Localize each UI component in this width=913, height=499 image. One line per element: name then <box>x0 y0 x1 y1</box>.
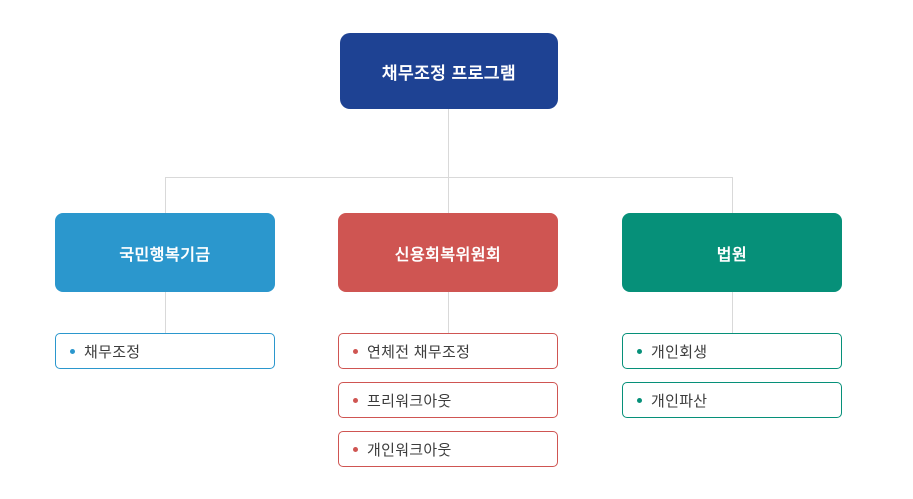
bullet-icon <box>637 348 642 354</box>
bullet-icon <box>70 348 75 354</box>
leaf-list: 연체전 채무조정 프리워크아웃 개인워크아웃 <box>338 333 558 467</box>
bullet-icon <box>637 397 642 403</box>
branch-node: 신용회복위원회 <box>338 213 558 292</box>
leaf-item: 개인회생 <box>622 333 842 369</box>
leaf-label: 개인파산 <box>651 392 708 410</box>
root-node: 채무조정 프로그램 <box>340 33 558 109</box>
leaf-item: 프리워크아웃 <box>338 382 558 418</box>
leaf-item: 개인워크아웃 <box>338 431 558 467</box>
bullet-icon <box>353 348 358 354</box>
branch-node: 법원 <box>622 213 842 292</box>
branch-column-court: 법원 개인회생 개인파산 <box>622 213 842 431</box>
branch-node: 국민행복기금 <box>55 213 275 292</box>
bullet-icon <box>353 397 358 403</box>
bullet-icon <box>353 446 358 452</box>
leaf-item: 채무조정 <box>55 333 275 369</box>
leaf-label: 개인워크아웃 <box>367 441 452 459</box>
leaf-label: 연체전 채무조정 <box>367 343 471 361</box>
leaf-label: 채무조정 <box>84 343 141 361</box>
leaf-list: 개인회생 개인파산 <box>622 333 842 418</box>
leaf-label: 개인회생 <box>651 343 708 361</box>
branch-column-credit-recovery: 신용회복위원회 연체전 채무조정 프리워크아웃 개인워크아웃 <box>338 213 558 480</box>
connector-horizontal <box>165 177 733 178</box>
leaf-item: 연체전 채무조정 <box>338 333 558 369</box>
leaf-list: 채무조정 <box>55 333 275 369</box>
leaf-label: 프리워크아웃 <box>367 392 452 410</box>
branch-column-happiness-fund: 국민행복기금 채무조정 <box>55 213 275 382</box>
leaf-item: 개인파산 <box>622 382 842 418</box>
connector-root-drop <box>448 109 449 177</box>
